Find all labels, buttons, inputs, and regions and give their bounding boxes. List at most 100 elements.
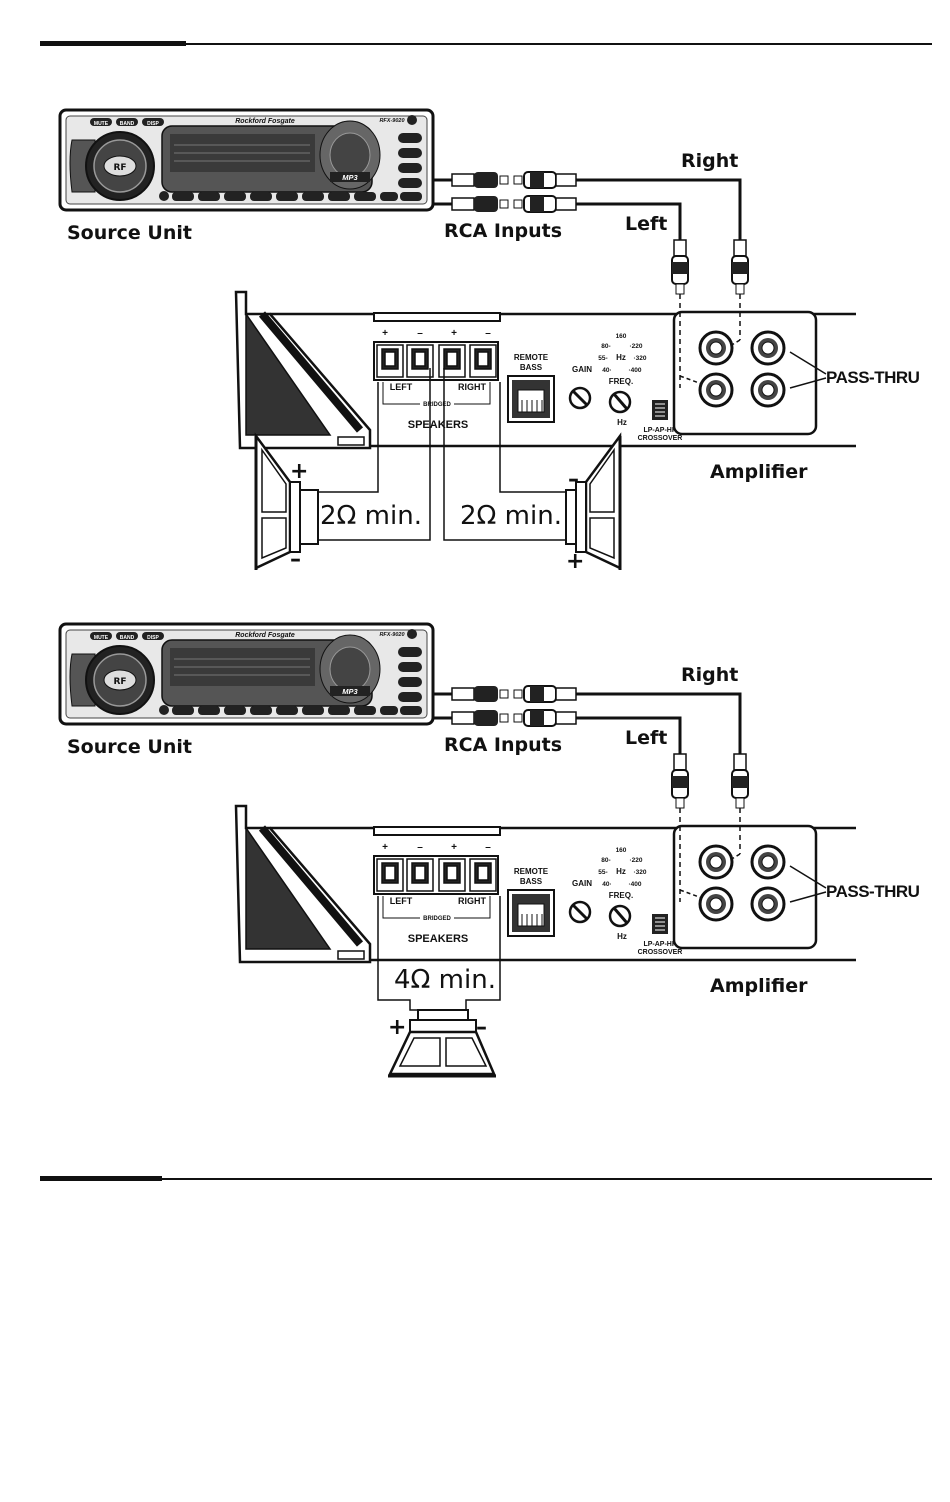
crossover-line2: CROSSOVER bbox=[638, 949, 683, 956]
model-label: RFX-9020 bbox=[379, 632, 404, 638]
freq-mark-80: 80- bbox=[601, 857, 610, 864]
right-speaker-minus: – bbox=[568, 467, 579, 492]
source-unit: RF MUTE BAND DISP MP3 Rockford Fosgate bbox=[58, 108, 435, 212]
right-speaker-impedance: 2Ω min. bbox=[460, 501, 562, 531]
side-buttons bbox=[398, 115, 422, 188]
volume-knob-icon: RF bbox=[69, 645, 155, 715]
volume-knob-icon: RF bbox=[69, 131, 155, 201]
right-speaker-plus: + bbox=[566, 549, 584, 574]
preset-buttons bbox=[159, 191, 422, 201]
terminal-sign-1: + bbox=[382, 842, 388, 853]
mp3-badge: MP3 bbox=[342, 687, 358, 696]
rca-jack-icons bbox=[698, 330, 786, 408]
freq-mark-160: 160 bbox=[616, 333, 627, 340]
svg-text:RF: RF bbox=[113, 677, 126, 687]
bridged-label: BRIDGED bbox=[423, 916, 451, 922]
bridged-speaker-impedance: 4Ω min. bbox=[394, 965, 496, 995]
diagram-stereo-wiring: RF MUTE BAND DISP MP3 Rockford Fosgate bbox=[0, 100, 950, 580]
rca-cables bbox=[433, 692, 742, 754]
top-buttons: MUTE BAND DISP bbox=[90, 118, 164, 127]
top-section-rule bbox=[40, 41, 932, 46]
freq-label: FREQ. bbox=[609, 377, 633, 386]
freq-knob: 160 80- ·220 55- Hz ·320 40· ·400 FREQ. … bbox=[598, 333, 647, 427]
bridged-speaker-plus: + bbox=[388, 1015, 406, 1040]
left-speaker-icon bbox=[254, 432, 319, 570]
btn-band-label: BAND bbox=[120, 121, 135, 127]
gain-knob: GAIN bbox=[568, 879, 592, 924]
mp3-badge: MP3 bbox=[342, 173, 358, 182]
speaker-terminal-block: + – + – LEFT RIGHT BRIDGED SPEAKERS bbox=[373, 826, 501, 945]
rca-right-label: Right bbox=[681, 150, 738, 172]
gain-knob: GAIN bbox=[568, 365, 592, 410]
rca-jack-icons bbox=[698, 844, 786, 922]
brand-label: Rockford Fosgate bbox=[235, 632, 295, 639]
freq-mark-400: ·400 bbox=[628, 367, 641, 374]
terminal-sign-3: + bbox=[451, 328, 457, 339]
diagram-bridged-wiring: RF MUTE BAND DISP MP3 Rockford Fosgate R… bbox=[0, 614, 950, 1094]
speakers-label: SPEAKERS bbox=[408, 933, 469, 945]
gain-label: GAIN bbox=[572, 365, 592, 374]
model-label: RFX-9020 bbox=[379, 118, 404, 124]
svg-text:RF: RF bbox=[113, 163, 126, 173]
terminal-sign-3: + bbox=[451, 842, 457, 853]
rca-inputs-label: RCA Inputs bbox=[444, 734, 562, 756]
bridged-speaker-icon bbox=[388, 1009, 496, 1078]
amplifier-body bbox=[234, 804, 856, 964]
crossover-switch: LP-AP-HP CROSSOVER bbox=[638, 914, 683, 956]
remote-label-line1: REMOTE bbox=[514, 867, 549, 876]
freq-mark-55: 55- bbox=[598, 869, 607, 876]
crossover-line1: LP-AP-HP bbox=[643, 941, 676, 948]
freq-hz-top: Hz bbox=[616, 867, 626, 876]
pass-thru-label: PASS-THRU bbox=[826, 368, 920, 387]
btn-mute-label: MUTE bbox=[94, 635, 109, 641]
remote-label-line2: BASS bbox=[520, 877, 543, 886]
amplifier-body bbox=[234, 290, 856, 450]
btn-mute-label: MUTE bbox=[94, 121, 109, 127]
diagram-bridged-svg: RF MUTE BAND DISP MP3 Rockford Fosgate R… bbox=[58, 622, 920, 1078]
remote-bass-port: REMOTE BASS bbox=[507, 353, 555, 423]
crossover-line2: CROSSOVER bbox=[638, 435, 683, 442]
source-unit: RF MUTE BAND DISP MP3 Rockford Fosgate R… bbox=[58, 622, 435, 726]
crossover-switch: LP-AP-HP CROSSOVER bbox=[638, 400, 683, 442]
pass-thru-label: PASS-THRU bbox=[826, 882, 920, 901]
brand-label: Rockford Fosgate bbox=[235, 118, 295, 125]
remote-label-line1: REMOTE bbox=[514, 353, 549, 362]
amplifier-label: Amplifier bbox=[710, 461, 808, 483]
freq-mark-320: ·320 bbox=[633, 355, 646, 362]
freq-mark-40: 40· bbox=[602, 367, 611, 374]
rca-connector-icons bbox=[451, 685, 749, 809]
freq-mark-80: 80- bbox=[601, 343, 610, 350]
freq-hz-top: Hz bbox=[616, 353, 626, 362]
rca-inputs-label: RCA Inputs bbox=[444, 220, 562, 242]
speakers-label: SPEAKERS bbox=[408, 419, 469, 431]
diagram-stereo-svg: RF MUTE BAND DISP MP3 Rockford Fosgate bbox=[58, 108, 920, 574]
btn-band-label: BAND bbox=[120, 635, 135, 641]
terminal-sign-1: + bbox=[382, 328, 388, 339]
bottom-section-rule-tab bbox=[40, 1176, 162, 1181]
freq-mark-40: 40· bbox=[602, 881, 611, 888]
freq-mark-220: ·220 bbox=[629, 857, 642, 864]
bridged-label: BRIDGED bbox=[423, 402, 451, 408]
left-speaker-minus: – bbox=[290, 547, 301, 572]
terminal-right-label: RIGHT bbox=[458, 896, 487, 906]
rca-cables bbox=[433, 178, 742, 240]
freq-mark-400: ·400 bbox=[628, 881, 641, 888]
freq-mark-220: ·220 bbox=[629, 343, 642, 350]
speaker-wires bbox=[318, 368, 566, 541]
left-speaker-plus: + bbox=[290, 459, 308, 484]
terminal-left-label: LEFT bbox=[390, 382, 413, 392]
terminal-sign-4: – bbox=[485, 842, 491, 853]
display-panel: MP3 Rockford Fosgate RFX-9020 bbox=[161, 632, 405, 707]
remote-bass-port: REMOTE BASS bbox=[507, 867, 555, 937]
rca-left-label: Left bbox=[625, 727, 667, 749]
bottom-section-rule bbox=[40, 1176, 932, 1181]
terminal-sign-4: – bbox=[485, 328, 491, 339]
terminal-sign-2: – bbox=[417, 842, 423, 853]
display-panel: MP3 Rockford Fosgate RFX-9020 bbox=[161, 118, 405, 193]
crossover-line1: LP-AP-HP bbox=[643, 427, 676, 434]
terminal-sign-2: – bbox=[417, 328, 423, 339]
top-section-rule-tab bbox=[40, 41, 186, 46]
freq-knob: 160 80- ·220 55- Hz ·320 40· ·400 FREQ. … bbox=[598, 847, 647, 941]
source-unit-label: Source Unit bbox=[67, 222, 192, 244]
rca-input-panel bbox=[672, 808, 827, 950]
